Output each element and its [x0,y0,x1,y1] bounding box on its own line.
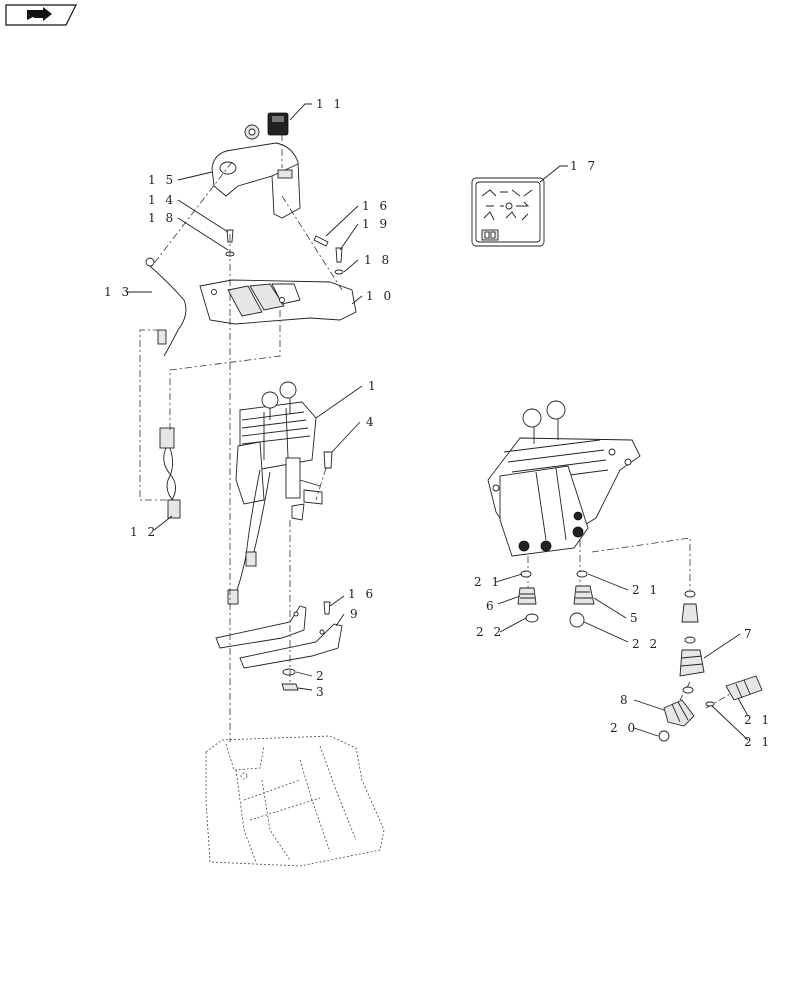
callout-7: 7 [744,627,755,641]
leader-lines [126,103,749,741]
callout-20: 2 1 [744,713,772,727]
callout-6: 6 [486,599,497,613]
decal-17-part [471,177,545,247]
callout-10: 1 0 [366,289,394,303]
callout-1: 1 [368,379,379,393]
callout-22: 2 2 [476,625,504,639]
callout-21: 2 1 [744,735,772,749]
fitting-7-part [679,603,705,677]
washer-2-part [282,668,296,676]
o-ring-21e-part [658,730,670,742]
o-ring-21d-part [682,686,694,694]
callout-4: 4 [366,415,377,429]
valve-assembly-right-part [487,400,641,557]
callout-18: 1 8 [148,211,176,225]
elbow-8-part [663,699,695,727]
callout-16: 1 6 [362,199,390,213]
washer-18b-part [334,269,344,275]
screw-19-part [335,247,343,263]
callout-14: 1 4 [148,193,176,207]
fitting-5-part [573,585,595,605]
callout-21: 2 1 [474,575,502,589]
o-ring-22b-part [569,612,585,628]
callout-9: 9 [350,607,361,621]
rocker-switch-part [267,112,289,136]
cover-plate-part [199,279,357,325]
screw-16b-part [323,601,331,615]
console-frame-part [205,735,385,867]
o-ring-21b-part [576,570,588,578]
callout-2: 2 [316,669,327,683]
wiring-harness-part [159,427,181,519]
callout-22: 2 2 [632,637,660,651]
callout-3: 3 [316,685,327,699]
o-ring-21a-part [520,570,532,578]
callout-18: 1 8 [364,253,392,267]
callout-21: 2 0 [610,721,638,735]
assembly-centerlines [139,134,343,742]
callout-17: 1 7 [570,159,598,173]
o-ring-22a-part [525,613,539,623]
sensor-wire-part [145,257,187,357]
right-centerlines [527,537,731,709]
cap-nut-part [244,124,260,140]
callout-5: 5 [630,611,641,625]
o-ring-21f-part [705,701,715,707]
o-ring-21c-part [684,590,696,598]
coupler-20-part [725,675,763,701]
nut-3-part [281,683,299,691]
bracket-9-part [215,605,343,669]
callout-11: 1 1 [316,97,344,111]
next-page-button[interactable] [5,4,77,26]
callout-16: 1 6 [348,587,376,601]
joystick-valve-block-part [227,381,323,605]
fitting-6-part [517,587,537,605]
callout-21: 2 1 [632,583,660,597]
handle-cover-part [211,142,301,219]
screw-4-part [323,451,333,469]
screw-16a-part [313,235,329,247]
callout-12: 1 2 [130,525,158,539]
callout-13: 1 3 [104,285,132,299]
callout-15: 1 5 [148,173,176,187]
next-page-arrow-icon [5,4,77,26]
callout-19: 1 9 [362,217,390,231]
callout-8: 8 [620,693,631,707]
